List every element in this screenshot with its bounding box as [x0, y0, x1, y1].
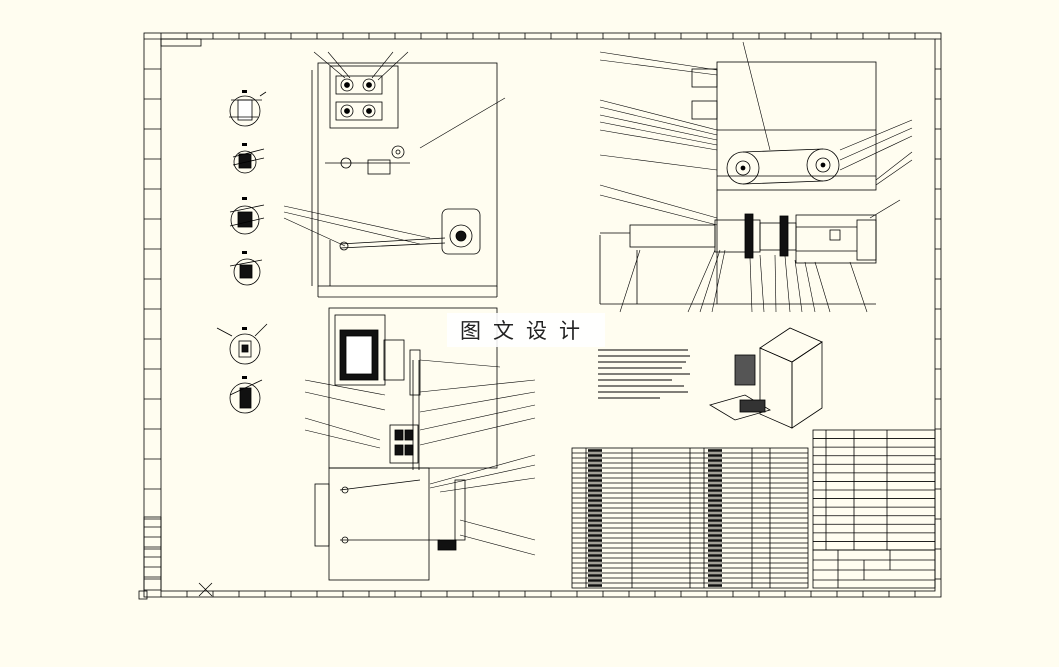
leader-lines-top: [283, 51, 536, 556]
watermark-label: 图文设计: [447, 313, 605, 347]
motor-flange: [441, 208, 481, 255]
detail-section-5: [216, 323, 268, 365]
side-view: [599, 61, 877, 305]
top-view: [314, 307, 498, 581]
detail-sections: [216, 90, 268, 414]
title-block: [812, 429, 936, 589]
spindle-assembly: [629, 213, 797, 259]
detail-section-4: [229, 258, 263, 286]
leader-lines-side: [599, 41, 913, 313]
detail-section-6: [229, 379, 263, 414]
detail-section-3: [229, 204, 265, 235]
detail-section-1: [229, 91, 267, 127]
pulley-left: [726, 151, 760, 185]
detail-section-2: [232, 148, 265, 174]
valve-block: [335, 75, 383, 121]
motor-unit: [795, 214, 877, 264]
isometric-view: [709, 327, 823, 429]
front-view: [311, 62, 498, 298]
revision-strip: [143, 516, 162, 591]
parts-list: [571, 447, 809, 589]
sheet-frame: [138, 32, 942, 600]
notes-block: [598, 349, 690, 399]
